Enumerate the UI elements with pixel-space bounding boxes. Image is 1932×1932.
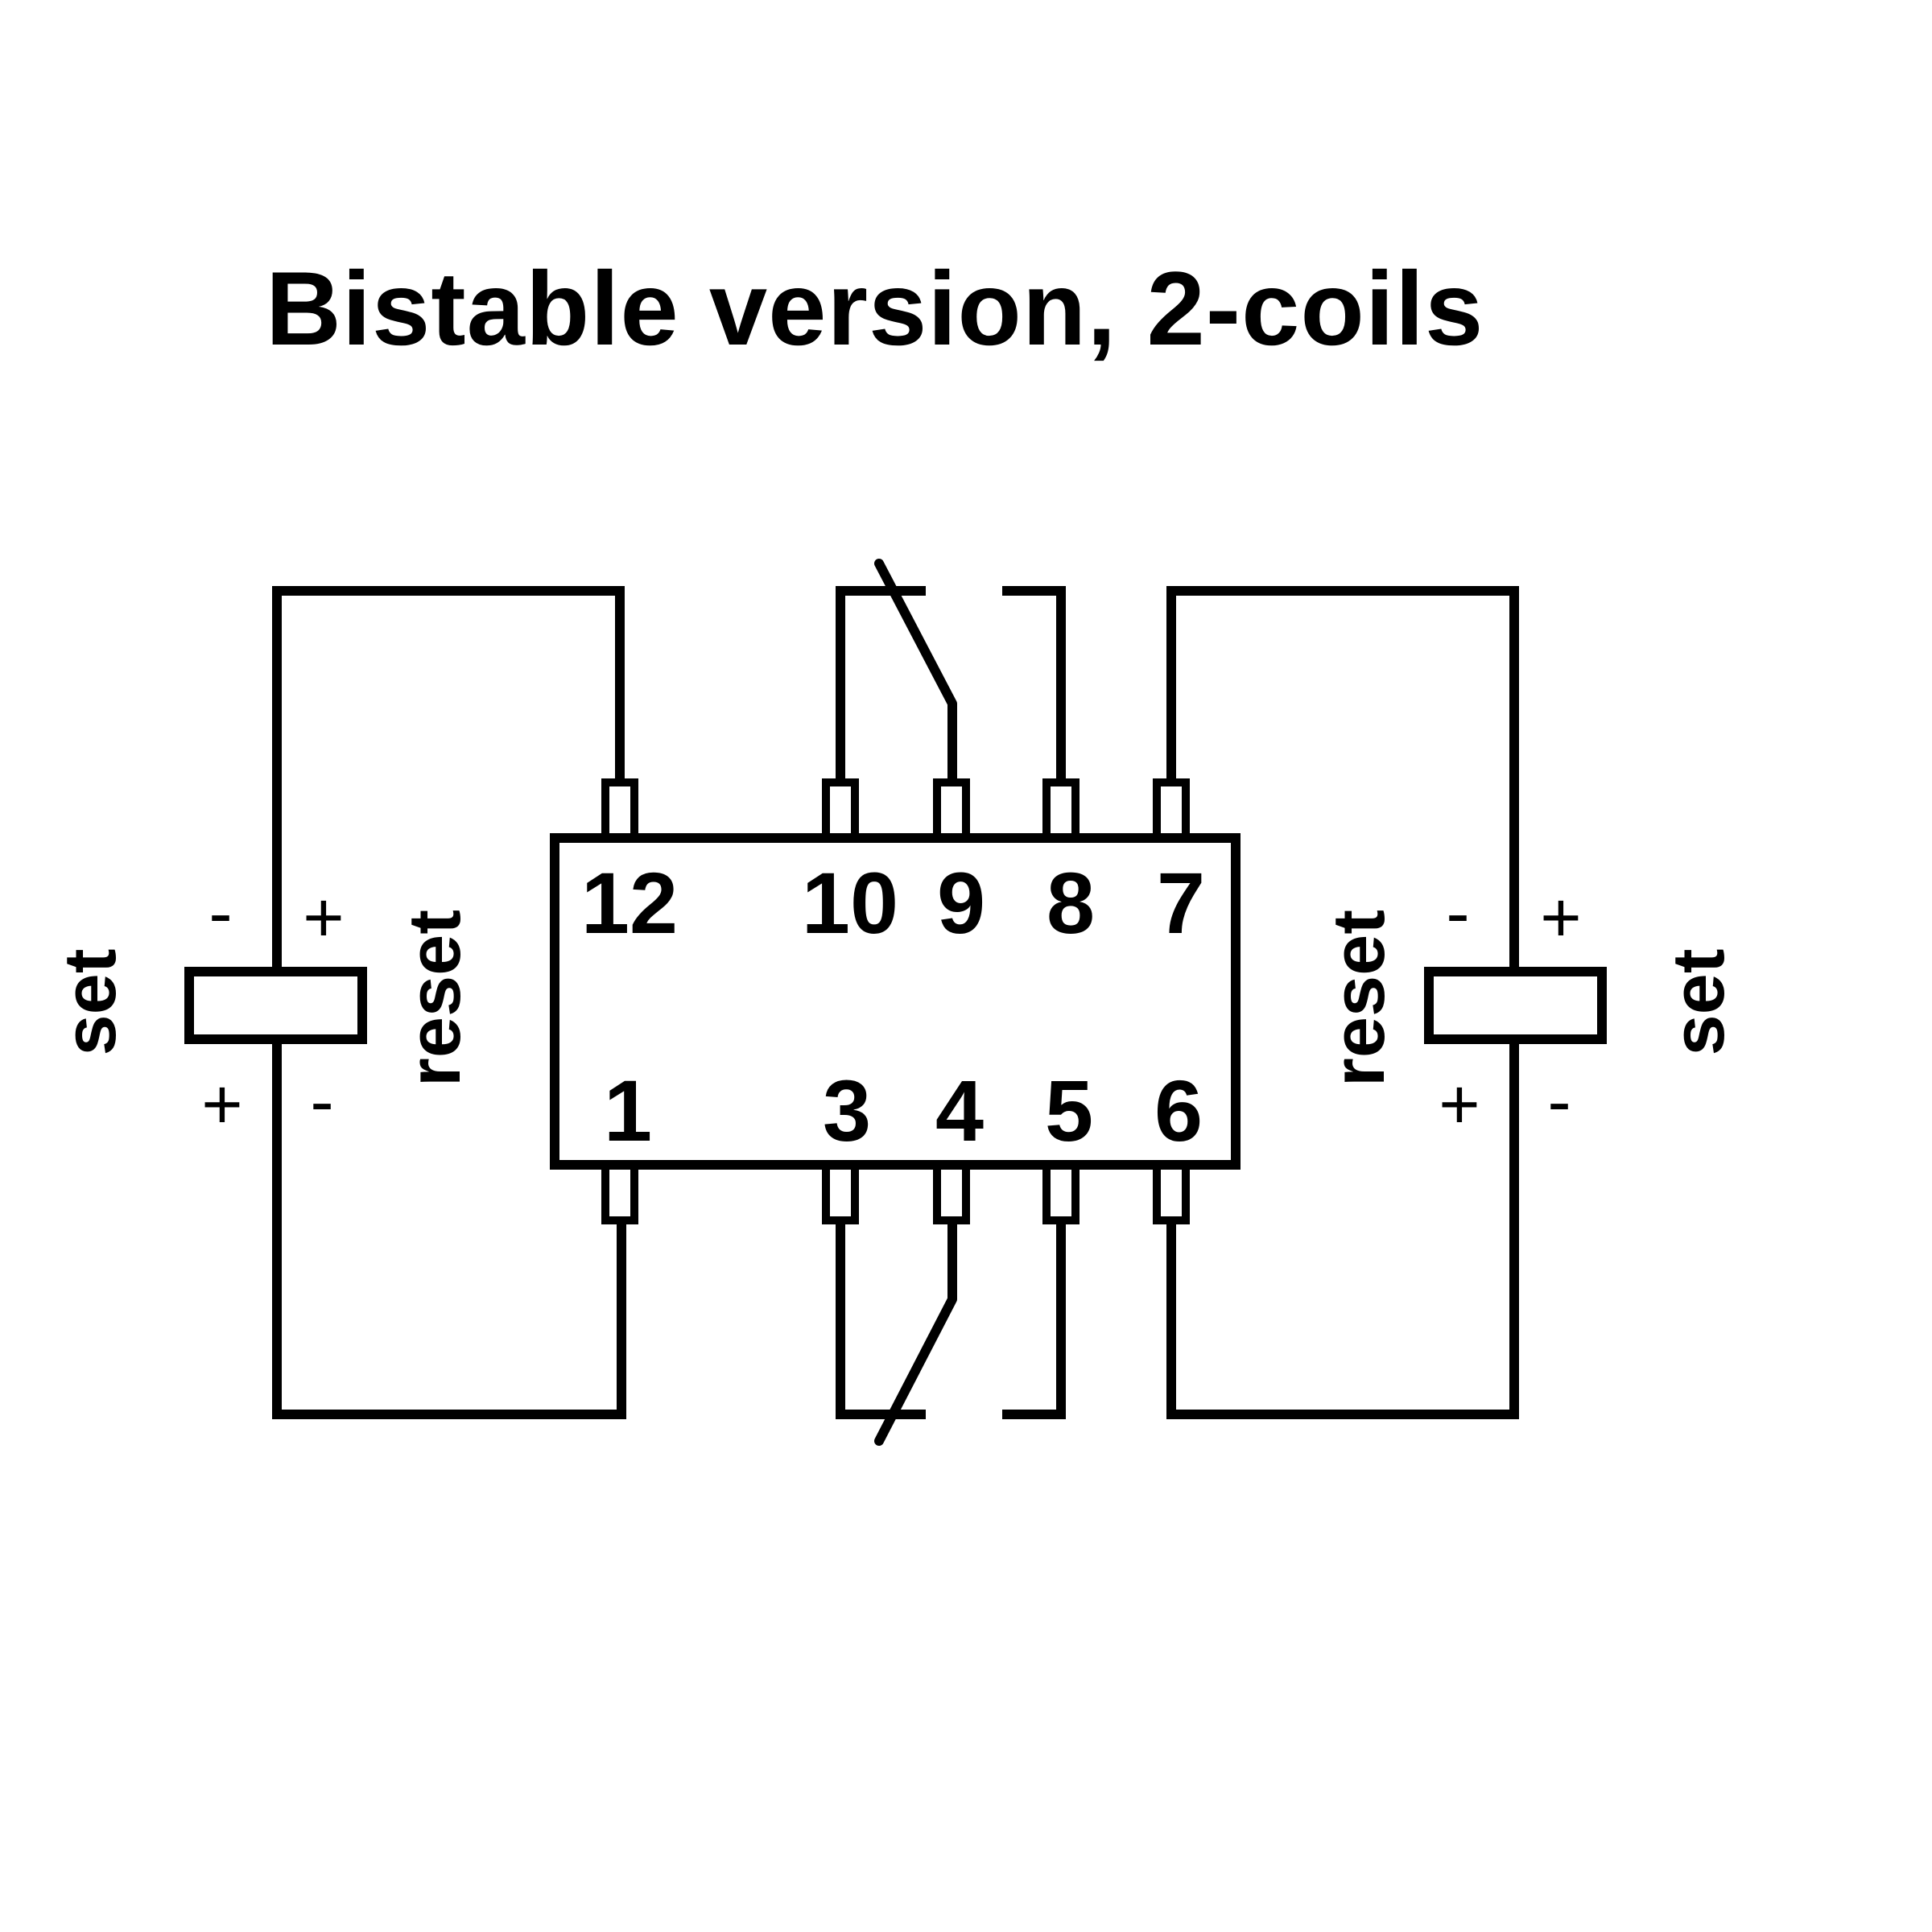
power-source-right [1424, 967, 1607, 1044]
polarity-plus-top-right-right: + [1540, 877, 1582, 957]
diagram-title: Bistable version, 2-coils [266, 250, 1484, 367]
switch-contact-bottom [874, 1216, 957, 1446]
pin-number-6: 6 [1154, 1062, 1203, 1159]
pin-number-9: 9 [936, 854, 986, 952]
wire-pin8-stub [1002, 586, 1066, 596]
pin-terminal-9 [933, 778, 970, 833]
pin-terminal-6 [1153, 1170, 1190, 1224]
polarity-minus-top-left-right: - [1446, 873, 1470, 952]
wire-pin5-stub [1002, 1410, 1066, 1419]
pin-terminal-10 [822, 778, 859, 833]
wire-left-source-lower [272, 1039, 282, 1419]
wire-pin7 [1166, 586, 1176, 786]
wire-pin3 [836, 1218, 845, 1419]
polarity-plus-bottom-left-right: + [1439, 1064, 1480, 1144]
pin-number-4: 4 [935, 1062, 985, 1159]
pin-terminal-3 [822, 1170, 859, 1224]
wire-pin1 [617, 1218, 626, 1419]
polarity-minus-bottom-right-left: - [310, 1061, 334, 1141]
wire-pin5 [1056, 1218, 1066, 1419]
relay-body [550, 833, 1241, 1170]
wire-top-rail-left [272, 586, 625, 596]
pin-terminal-4 [933, 1170, 970, 1224]
set-label-left: set [49, 948, 131, 1056]
polarity-plus-bottom-left-left: + [201, 1064, 243, 1144]
polarity-plus-top-right-left: + [303, 877, 345, 957]
wire-pin6 [1166, 1218, 1176, 1419]
pin-number-12: 12 [580, 854, 679, 952]
reset-label-right: reset [1318, 910, 1400, 1087]
wire-bottom-rail-left [272, 1410, 626, 1419]
wire-pin3-stub [836, 1410, 926, 1419]
pin-number-3: 3 [822, 1062, 872, 1159]
power-source-left [184, 967, 367, 1044]
reset-label-left: reset [394, 910, 476, 1087]
pin-terminal-5 [1042, 1170, 1080, 1224]
wire-pin10-stub [836, 586, 926, 596]
polarity-minus-bottom-right-right: - [1547, 1061, 1571, 1141]
pin-number-7: 7 [1156, 854, 1206, 952]
wire-left-source-upper [272, 586, 282, 972]
pin-number-1: 1 [603, 1062, 653, 1159]
pin-number-10: 10 [801, 854, 899, 952]
pin-terminal-1 [601, 1170, 638, 1224]
wire-bottom-rail-right [1166, 1410, 1519, 1419]
pin-terminal-7 [1153, 778, 1190, 833]
pin-number-5: 5 [1044, 1062, 1094, 1159]
pin-terminal-8 [1042, 778, 1080, 833]
wire-right-source-upper [1509, 586, 1519, 972]
pin-terminal-12 [601, 778, 638, 833]
polarity-minus-top-left-left: - [208, 873, 233, 952]
switch-contact-top [874, 559, 957, 787]
pin-number-8: 8 [1046, 854, 1096, 952]
wire-pin12 [615, 586, 625, 786]
set-label-right: set [1657, 948, 1740, 1056]
wire-top-rail-right [1166, 586, 1519, 596]
wire-pin10 [836, 586, 845, 786]
wire-pin8 [1056, 586, 1066, 786]
wire-right-source-lower [1509, 1039, 1519, 1419]
